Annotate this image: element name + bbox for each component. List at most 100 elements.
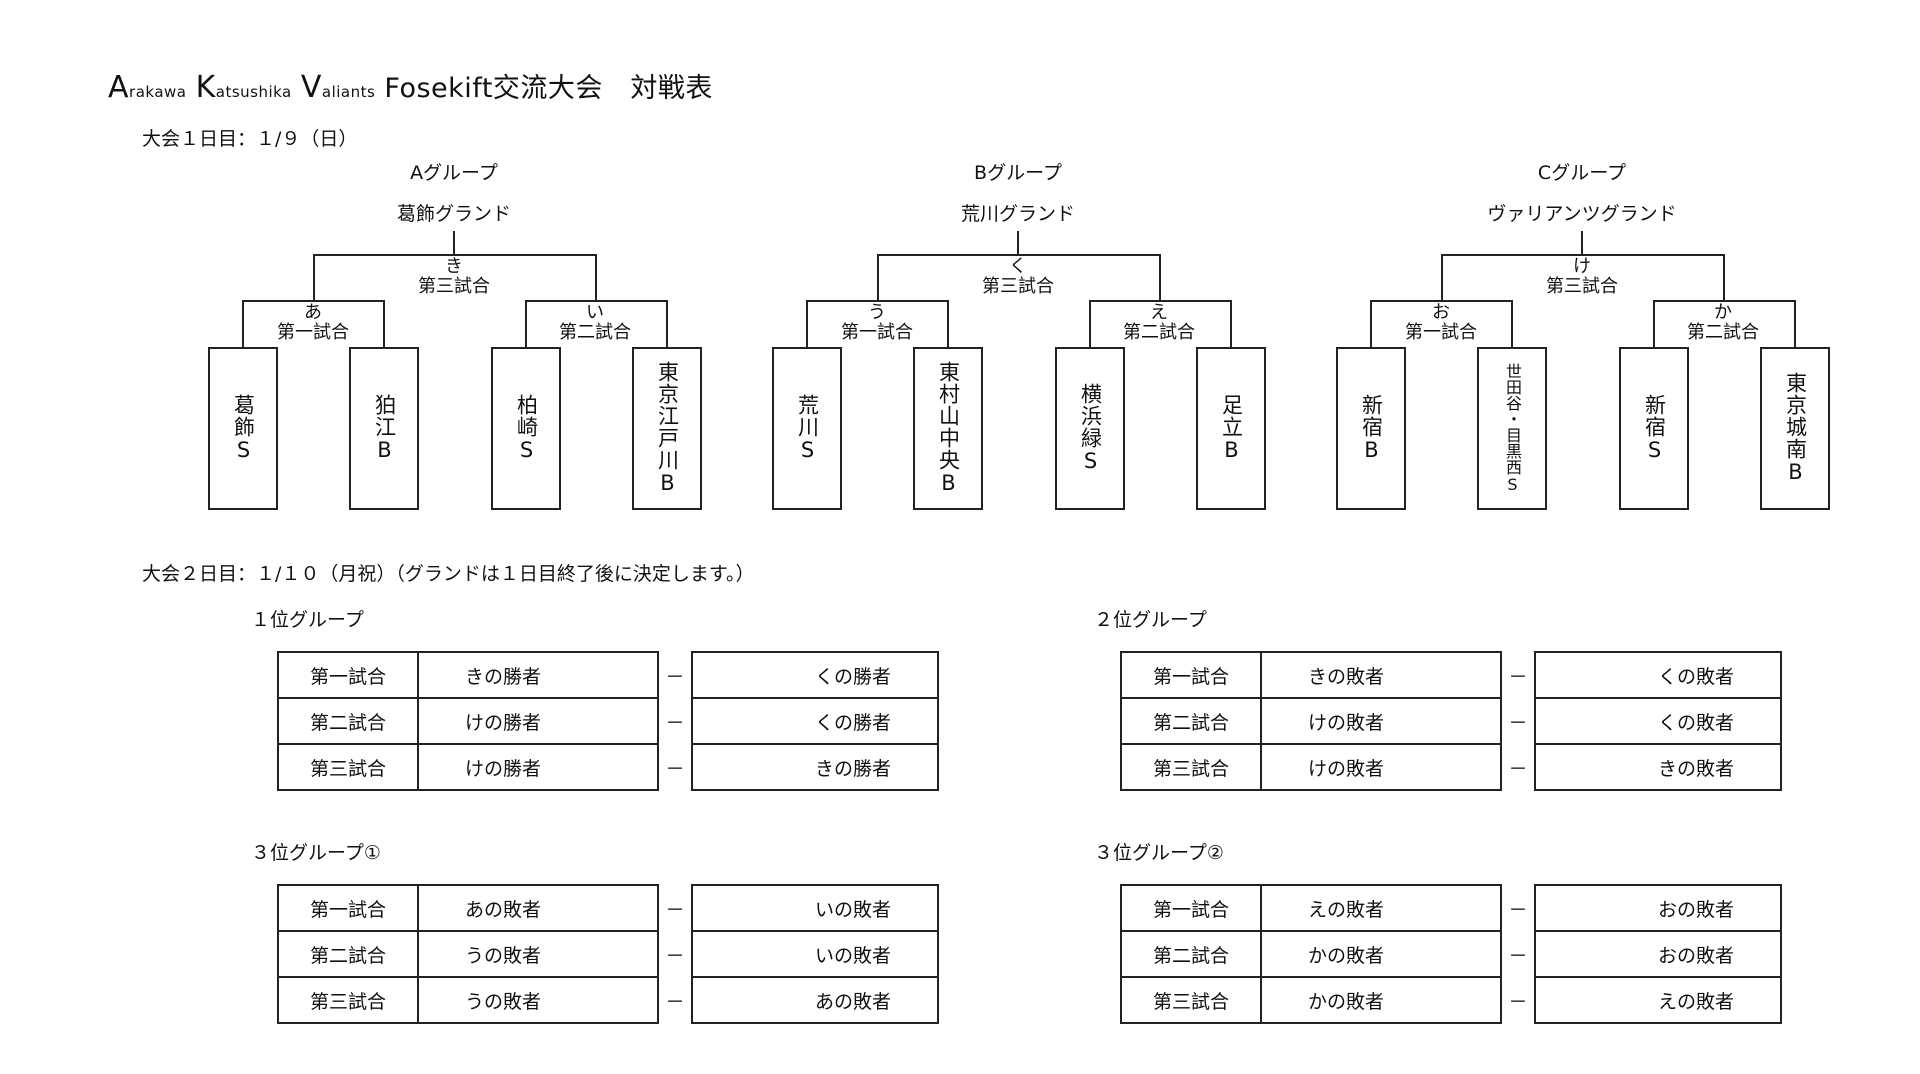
match-number-cell: 第一試合 [1120, 651, 1262, 699]
bracket-line [1581, 231, 1583, 255]
right-match-label: い第二試合 [535, 303, 655, 343]
team-box: 新宿S [1619, 347, 1689, 510]
team-name: 狛江B [372, 394, 397, 463]
bracket-line [1441, 254, 1725, 256]
table-row: 第一試合きの勝者－くの勝者 [277, 651, 939, 699]
ground-name: 葛飾グランド [396, 203, 511, 225]
match-number-cell: 第二試合 [277, 697, 419, 745]
match-number: 第一試合 [277, 322, 349, 343]
bracket-line [1794, 300, 1796, 348]
versus-dash: － [665, 898, 685, 921]
match-kana: あ [304, 302, 322, 323]
bracket-line [877, 254, 879, 300]
bracket-line [806, 300, 808, 348]
away-team-cell: えの敗者 [1534, 976, 1782, 1024]
match-number-cell: 第三試合 [1120, 743, 1262, 791]
bracket-line [1230, 300, 1232, 348]
away-team-cell: きの勝者 [691, 743, 939, 791]
table-row: 第三試合うの敗者 － あの敗者 [277, 976, 939, 1024]
table-row: 第三試合けの敗者－きの敗者 [1120, 743, 1782, 791]
away-team-cell: いの敗者 [691, 884, 939, 932]
away-team-cell: あの敗者 [691, 976, 939, 1024]
home-team-cell: かの敗者 [1260, 930, 1502, 978]
bracket-line [1159, 254, 1161, 300]
team-box: 東村山中央B [913, 347, 983, 510]
match-number-cell: 第二試合 [277, 930, 419, 978]
match-kana: け [1573, 256, 1591, 277]
group-name: Cグループ [1537, 162, 1627, 184]
team-box: 東京城南B [1760, 347, 1830, 510]
home-team-cell: あの敗者 [417, 884, 659, 932]
bracket-line [1653, 300, 1796, 302]
home-team-cell: けの勝者 [417, 743, 659, 791]
table-row: 第二試合うの敗者 － いの敗者 [277, 930, 939, 978]
final-match-label: け第三試合 [1522, 257, 1642, 297]
away-team-cell: くの勝者 [691, 697, 939, 745]
match-number: 第三試合 [1546, 276, 1618, 297]
team-name: 荒川S [795, 394, 820, 463]
team-box: 東京江戸川B [632, 347, 702, 510]
home-team-cell: えの敗者 [1260, 884, 1502, 932]
away-team-cell: おの敗者 [1534, 884, 1782, 932]
home-team-cell: うの敗者 [417, 976, 659, 1024]
right-match-label: え第二試合 [1099, 303, 1219, 343]
away-team-cell: きの敗者 [1534, 743, 1782, 791]
team-name: 新宿B [1359, 394, 1384, 463]
team-box: 葛飾S [208, 347, 278, 510]
home-team-cell: けの敗者 [1260, 743, 1502, 791]
final-match-label: く第三試合 [958, 257, 1078, 297]
team-box: 狛江B [349, 347, 419, 510]
home-team-cell: うの敗者 [417, 930, 659, 978]
versus-dash: － [665, 665, 685, 688]
day2-label: 大会２日目：１/１０（月祝）（グランドは１日目終了後に決定します。） [142, 563, 755, 585]
match-number-cell: 第三試合 [277, 976, 419, 1024]
match-number: 第二試合 [1687, 322, 1759, 343]
bracket-line [947, 300, 949, 348]
rank-group-name: ３位グループ① [251, 842, 381, 864]
bracket-line [806, 300, 949, 302]
bracket-line [1370, 300, 1372, 348]
table-row: 第一試合きの敗者－くの敗者 [1120, 651, 1782, 699]
match-kana: く [1009, 256, 1027, 277]
team-name: 葛飾S [231, 394, 256, 463]
table-row: 第二試合かの敗者－おの敗者 [1120, 930, 1782, 978]
team-name: 東京城南B [1783, 372, 1808, 485]
day1-label: 大会１日目：１/９（日） [142, 128, 358, 150]
match-number: 第二試合 [559, 322, 631, 343]
table-row: 第一試合えの敗者－おの敗者 [1120, 884, 1782, 932]
away-team-cell: おの敗者 [1534, 930, 1782, 978]
versus-dash: － [665, 990, 685, 1013]
versus-dash: － [1508, 711, 1528, 734]
versus-dash: － [1508, 898, 1528, 921]
bracket-line [1089, 300, 1091, 348]
page-title: Arakawa Katsushika Valiants Fosekift交流大会… [108, 70, 713, 105]
table-row: 第二試合けの勝者－くの勝者 [277, 697, 939, 745]
bracket-line [877, 254, 1161, 256]
group-name: Bグループ [974, 162, 1062, 184]
home-team-cell: けの勝者 [417, 697, 659, 745]
match-number-cell: 第二試合 [1120, 697, 1262, 745]
bracket-line [453, 231, 455, 255]
team-name: 足立B [1219, 394, 1244, 463]
match-kana: お [1432, 302, 1450, 323]
versus-dash: － [1508, 990, 1528, 1013]
bracket-line [1441, 254, 1443, 300]
match-number: 第三試合 [418, 276, 490, 297]
match-number: 第二試合 [1123, 322, 1195, 343]
team-name: 新宿S [1642, 394, 1667, 463]
right-match-label: か第二試合 [1663, 303, 1783, 343]
team-name: 世田谷・目黒西S [1503, 363, 1522, 494]
versus-dash: － [665, 944, 685, 967]
team-name: 柏崎S [514, 394, 539, 463]
away-team-cell: いの敗者 [691, 930, 939, 978]
match-kana: い [586, 302, 604, 323]
versus-dash: － [1508, 665, 1528, 688]
bracket-line [525, 300, 527, 348]
team-box: 新宿B [1336, 347, 1406, 510]
match-number-cell: 第二試合 [1120, 930, 1262, 978]
match-number-cell: 第一試合 [277, 651, 419, 699]
schedule-table: 第一試合あの敗者－いの敗者第二試合うの敗者－いの敗者第三試合うの敗者－あの敗者 [277, 884, 939, 1024]
rank-group-name: ２位グループ [1094, 609, 1207, 631]
left-match-label: あ第一試合 [253, 303, 373, 343]
match-number: 第一試合 [1405, 322, 1477, 343]
